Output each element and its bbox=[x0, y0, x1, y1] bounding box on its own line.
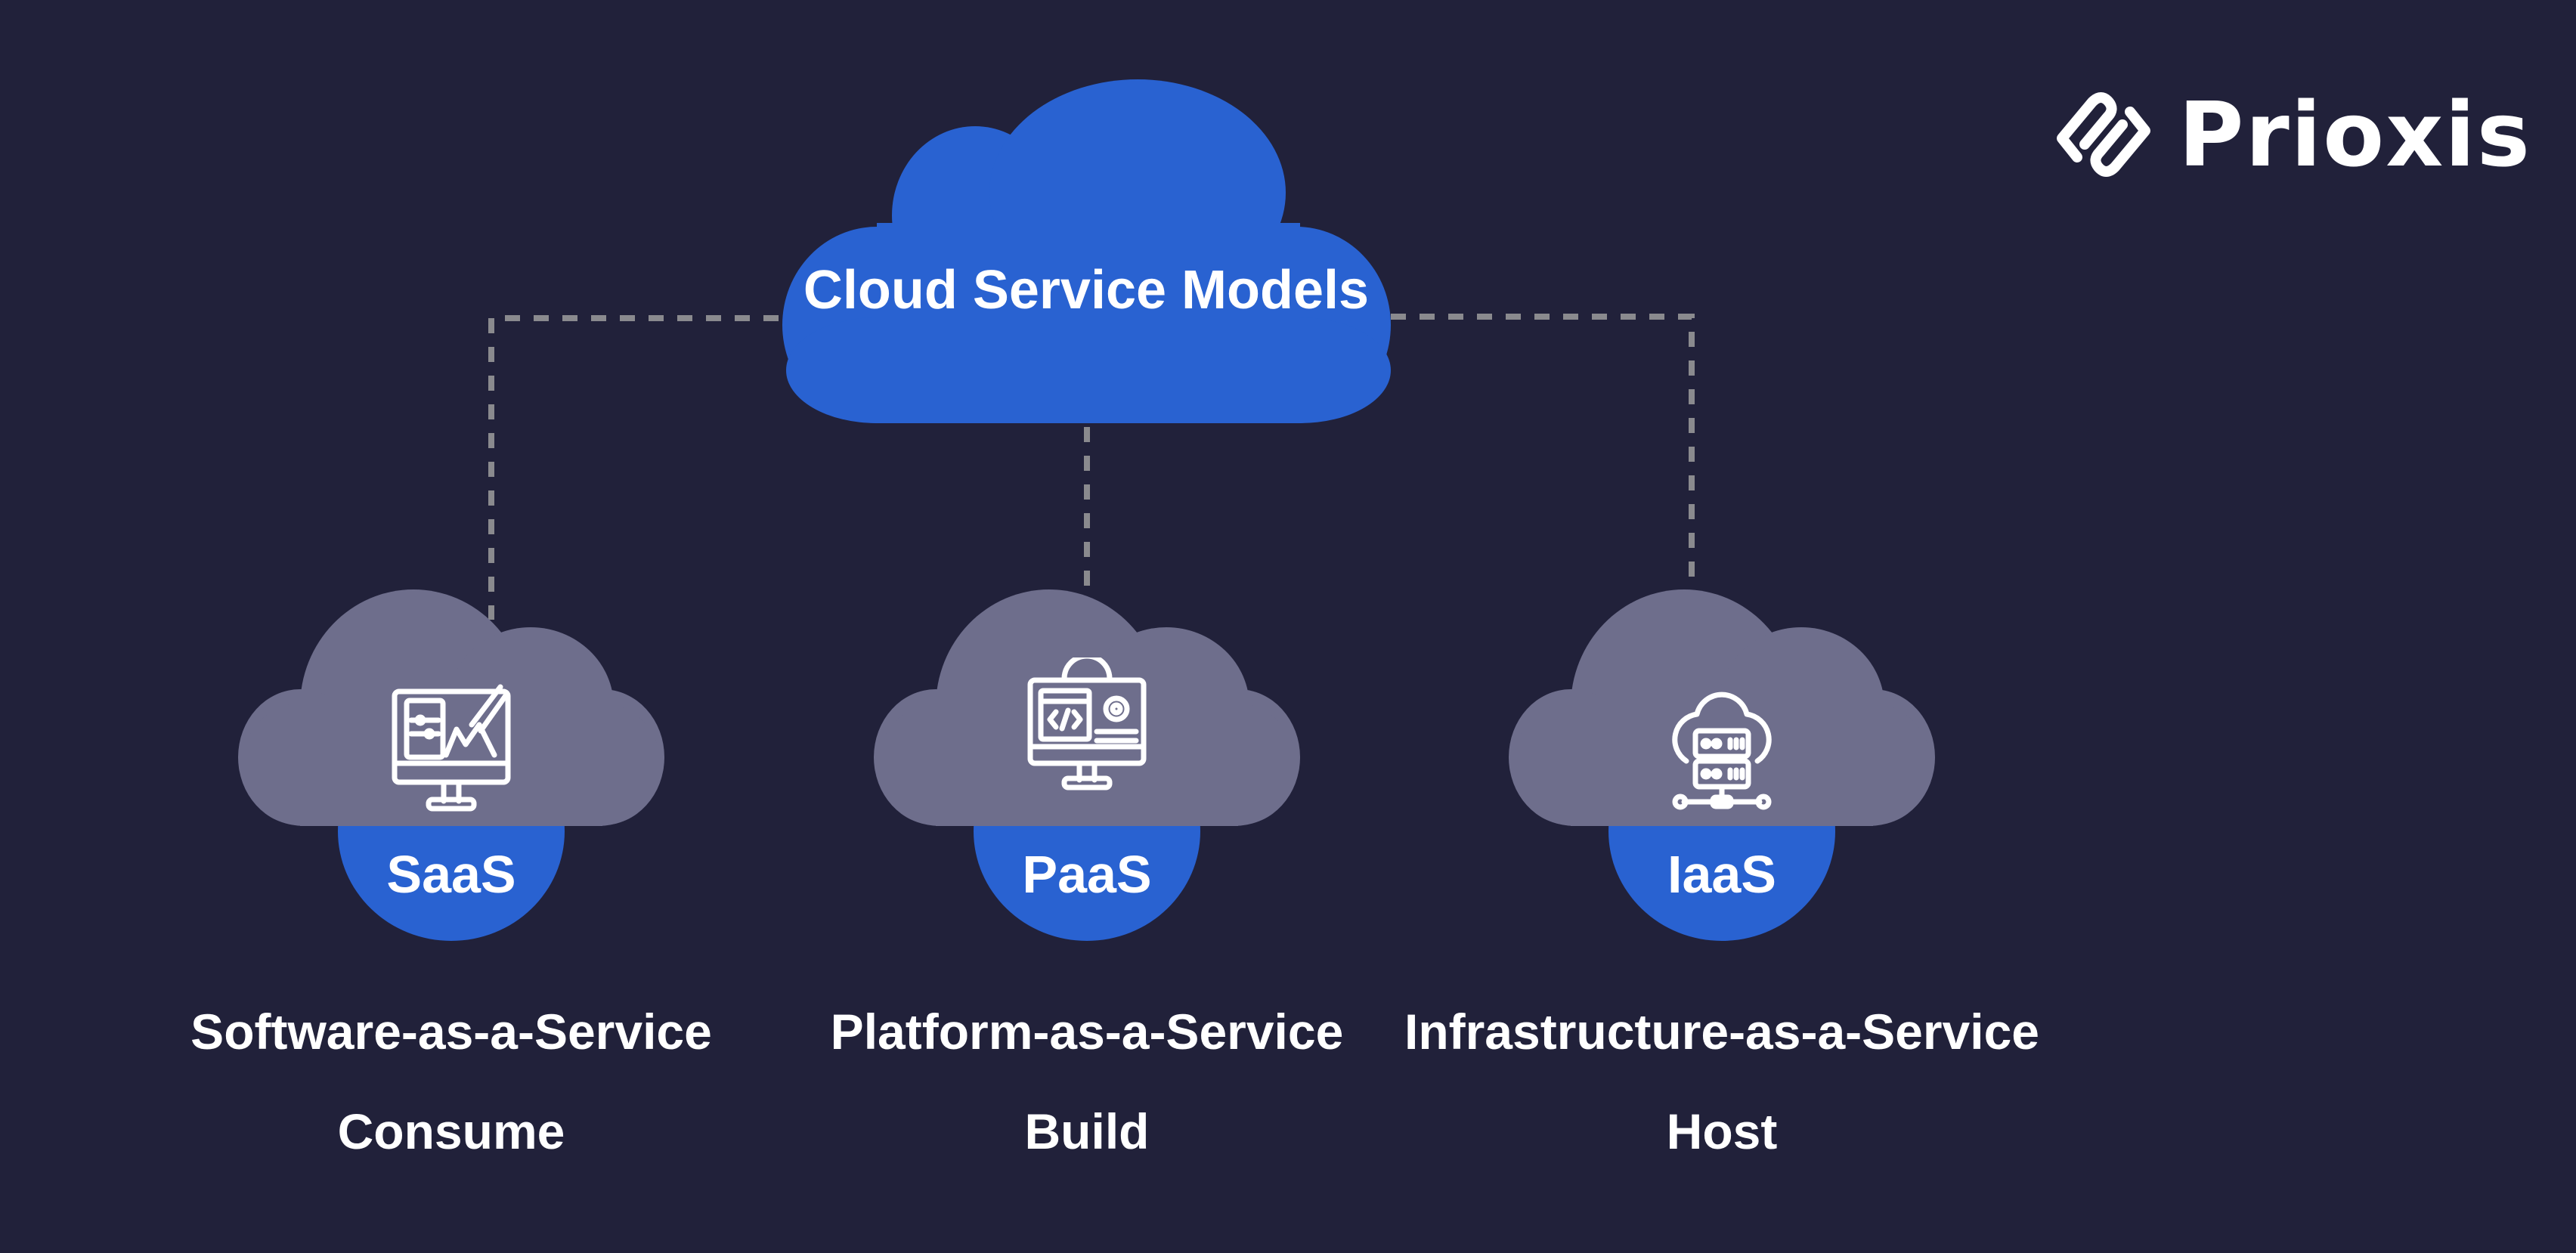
service-verb: Consume bbox=[337, 1103, 565, 1159]
service-cloud-iaas bbox=[1509, 589, 1935, 941]
service-verb: Host bbox=[1666, 1103, 1778, 1159]
service-full-name: Infrastructure-as-a-Service bbox=[1404, 1004, 2040, 1060]
monitor-design-icon bbox=[387, 676, 516, 816]
cloud-server-network-icon bbox=[1658, 676, 1786, 816]
service-badge-label: SaaS bbox=[386, 845, 516, 904]
service-badge-label: PaaS bbox=[1022, 845, 1152, 904]
service-badge-label: IaaS bbox=[1667, 845, 1776, 904]
connector-iaas bbox=[1391, 314, 1695, 588]
main-cloud-title: Cloud Service Models bbox=[803, 260, 1370, 320]
connector-saas bbox=[488, 315, 779, 620]
service-full-name: Software-as-a-Service bbox=[190, 1004, 712, 1060]
brand-name: Prioxis bbox=[2178, 82, 2531, 187]
main-cloud bbox=[782, 79, 1391, 423]
service-cloud-paas bbox=[874, 589, 1300, 941]
brand-logo: Prioxis bbox=[2054, 82, 2531, 187]
service-verb: Build bbox=[1024, 1103, 1150, 1159]
service-full-name: Platform-as-a-Service bbox=[830, 1004, 1344, 1060]
monitor-code-gear-icon bbox=[1023, 653, 1151, 797]
prioxis-logo-icon bbox=[2057, 92, 2150, 177]
